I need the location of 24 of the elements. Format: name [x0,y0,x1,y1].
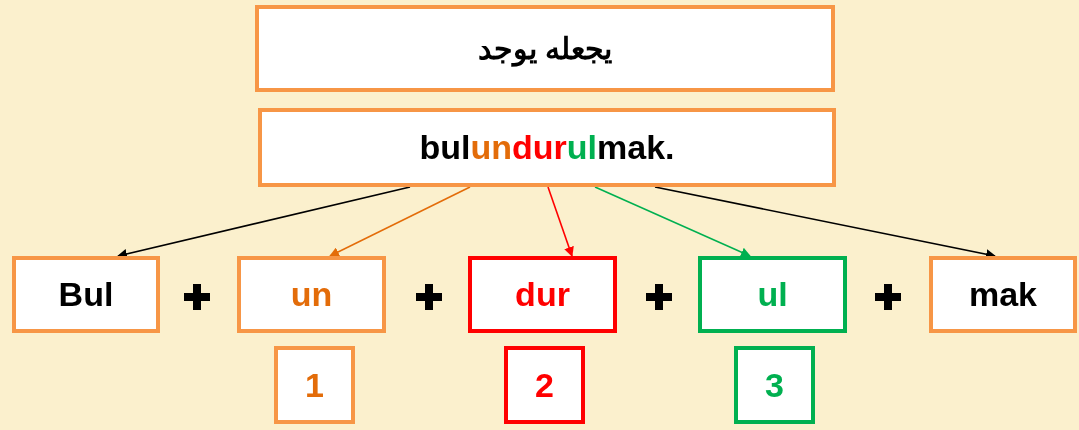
word-label: يجعله يوجد [477,31,613,66]
arrow [594,186,751,257]
number-label: 1 [305,365,324,405]
morpheme-box [929,256,1077,333]
word-box [258,108,836,187]
word-label: mak [968,275,1038,314]
morpheme-box [237,256,386,333]
word-label: un [290,275,333,314]
number-label: 2 [535,365,554,405]
arrow [547,186,574,257]
arrow [117,186,411,259]
arrow [329,186,471,257]
number-box [274,346,355,424]
morpheme-box [698,256,847,333]
number-box [734,346,815,424]
word-label: ul [757,275,788,314]
number-label: 3 [765,365,784,405]
word-label: Bul [58,275,114,314]
word-box [255,5,835,92]
word-label: dur [515,275,570,314]
word-label: bulundurulmak. [419,128,675,167]
morpheme-box [12,256,160,333]
number-box [504,346,585,424]
morpheme-box [468,256,617,333]
